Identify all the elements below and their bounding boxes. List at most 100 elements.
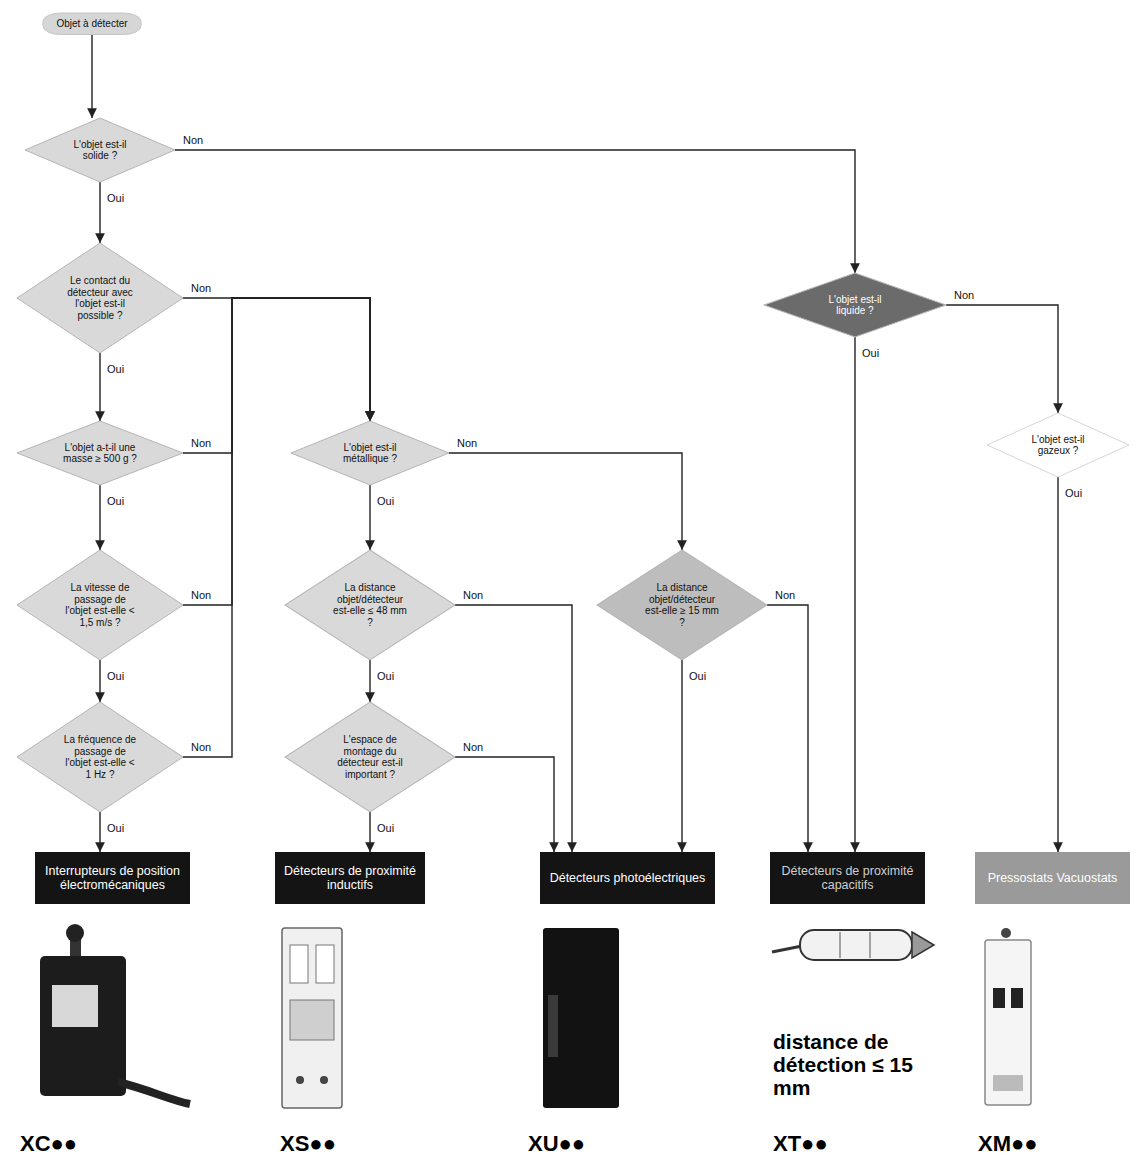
flow-connector (183, 298, 370, 757)
terminal-fill (43, 13, 141, 35)
branch-label: Oui (376, 822, 395, 835)
result-box: Détecteurs photoélectriques (540, 852, 715, 904)
question-text: Le contact du détecteur avec l'objet est… (63, 275, 137, 321)
product-code: XM●● (978, 1132, 1118, 1156)
diamond-fill (17, 550, 183, 660)
flow-connector (1057, 477, 1058, 852)
branch-label: Non (182, 134, 204, 147)
question-text: L'objet est-il métallique ? (335, 442, 405, 465)
sensor-screw (296, 1076, 304, 1084)
flow-connector (99, 485, 100, 550)
sensor-terminal (316, 945, 334, 983)
flow-connector (455, 757, 554, 852)
branch-label: Oui (106, 363, 125, 376)
flow-connector (99, 812, 100, 852)
flow-connector (455, 605, 572, 852)
diamond-fill (987, 413, 1129, 477)
pressure-window (993, 988, 1005, 1008)
diamond-fill (17, 421, 183, 485)
diamond-fill (17, 702, 183, 812)
flow-connector (183, 298, 370, 453)
switch-body (40, 956, 126, 1096)
branch-label: Non (774, 589, 796, 602)
decision-diamond: La fréquence de passage de l'objet est-e… (17, 702, 183, 812)
pressure-base (993, 1075, 1023, 1091)
branch-label: Oui (106, 670, 125, 683)
branch-label: Oui (106, 192, 125, 205)
result-box: Détecteurs de proximité inductifs (275, 852, 425, 904)
question-text: L'objet a-t-il une masse ≥ 500 g ? (63, 442, 137, 465)
branch-label: Oui (1064, 487, 1083, 500)
decision-diamond: L'objet est-il solide ? (25, 118, 175, 182)
branch-label: Non (462, 741, 484, 754)
decision-diamond: L'objet a-t-il une masse ≥ 500 g ? (17, 421, 183, 485)
pressure-body (985, 940, 1031, 1105)
question-text: La distance objet/détecteur est-elle ≤ 4… (332, 582, 408, 628)
branch-label: Oui (376, 495, 395, 508)
flow-connector (854, 337, 855, 852)
limit-switch-picture (40, 924, 190, 1104)
branch-label: Non (190, 282, 212, 295)
product-code: XC●● (20, 1132, 160, 1156)
diamond-fill (17, 243, 183, 353)
result-label: Pressostats Vacuostats (982, 871, 1123, 885)
flow-connector (99, 182, 100, 243)
decision-diamond: La distance objet/détecteur est-elle ≥ 1… (597, 550, 767, 660)
question-text: La distance objet/détecteur est-elle ≥ 1… (644, 582, 720, 628)
diamond-fill (285, 702, 455, 812)
diamond-fill (597, 550, 767, 660)
capacitive-ring (870, 932, 871, 958)
result-label: Détecteurs de proximité capacitifs (777, 864, 918, 893)
inductive-sensor-picture (282, 928, 342, 1108)
flow-connector (175, 150, 855, 273)
branch-label: Oui (861, 347, 880, 360)
sensor-body (282, 928, 342, 1108)
branch-label: Non (456, 437, 478, 450)
decision-diamond: L'objet est-il liquide ? (764, 273, 946, 337)
capacitive-tip (912, 932, 934, 958)
question-text: L'espace de montage du détecteur est-il … (332, 734, 408, 780)
photoelectric-sensor-picture (543, 928, 619, 1108)
capacitive-cylinder (800, 930, 912, 960)
product-code: XU●● (528, 1132, 668, 1156)
diamond-fill (764, 273, 946, 337)
result-box: Pressostats Vacuostats (975, 852, 1130, 904)
flow-connector (767, 605, 808, 852)
question-text: L'objet est-il solide ? (67, 139, 133, 162)
photo-body (543, 928, 619, 1108)
decision-diamond: La vitesse de passage de l'objet est-ell… (17, 550, 183, 660)
decision-diamond: L'objet est-il métallique ? (291, 421, 449, 485)
product-code: XT●● (773, 1132, 913, 1156)
sensor-screw (320, 1076, 328, 1084)
branch-label: Non (190, 589, 212, 602)
flow-connector (99, 353, 100, 421)
branch-label: Non (190, 741, 212, 754)
capacitive-sensor-picture (772, 930, 934, 960)
flow-connector (99, 660, 100, 702)
flow-connector (183, 298, 370, 421)
question-text: Objet à détecter (52, 18, 132, 30)
result-label: Détecteurs de proximité inductifs (282, 864, 418, 893)
flow-connector (91, 35, 92, 118)
branch-label: Non (190, 437, 212, 450)
flow-connector (369, 660, 370, 702)
branch-label: Non (953, 289, 975, 302)
branch-label: Oui (106, 495, 125, 508)
question-text: L'objet est-il liquide ? (814, 294, 896, 317)
result-label: Détecteurs photoélectriques (547, 871, 708, 885)
sensor-terminal (290, 945, 308, 983)
branch-label: Oui (376, 670, 395, 683)
question-text: La fréquence de passage de l'objet est-e… (63, 734, 137, 780)
switch-cable (118, 1082, 190, 1104)
switch-plate (52, 985, 98, 1027)
product-code: XS●● (280, 1132, 420, 1156)
branch-label: Oui (688, 670, 707, 683)
flow-connector (369, 485, 370, 550)
flow-connector (681, 660, 682, 852)
capacitive-ring (840, 932, 841, 958)
pressure-port (1001, 928, 1011, 938)
capacitive-cable (772, 946, 802, 952)
diamond-fill (25, 118, 175, 182)
